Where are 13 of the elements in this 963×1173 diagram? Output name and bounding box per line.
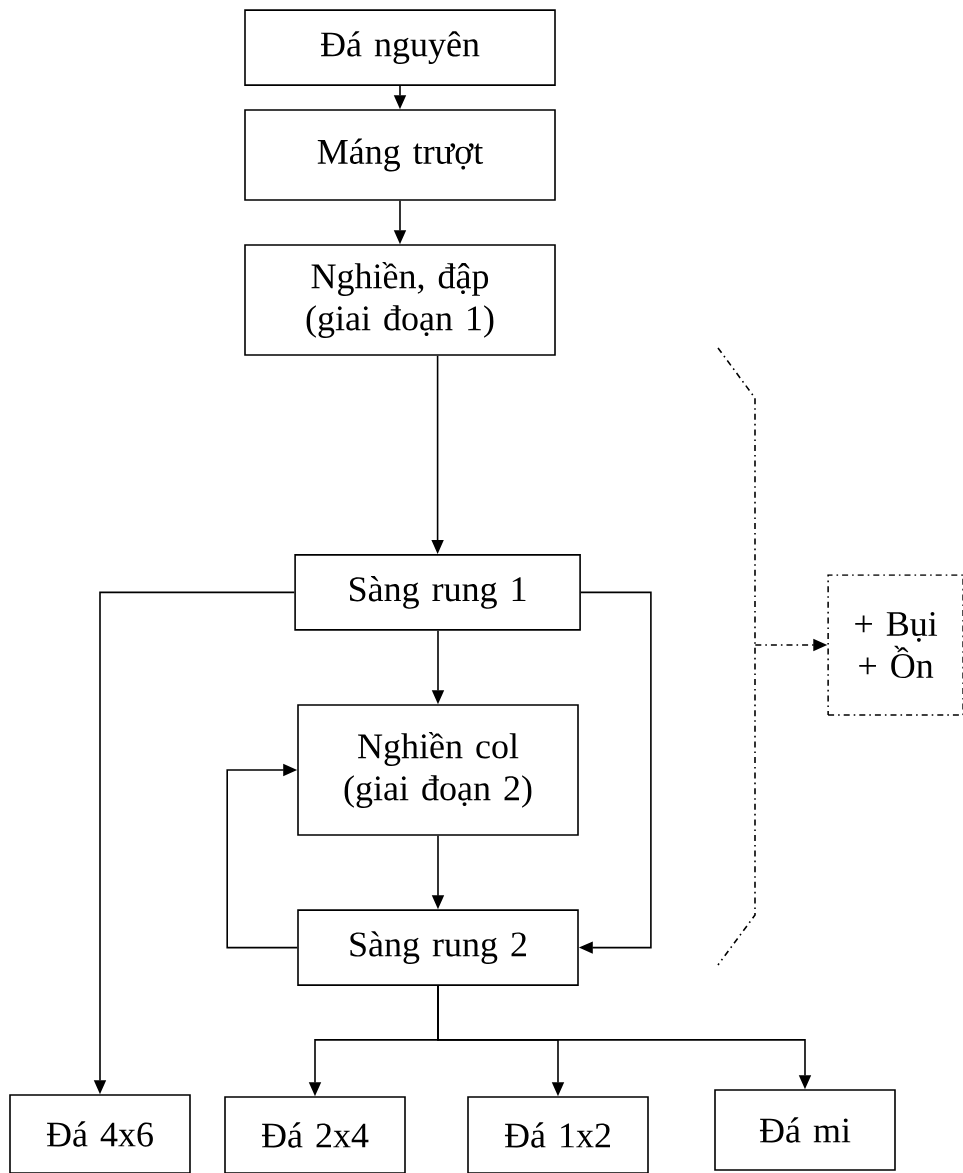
bracket xyxy=(717,347,756,966)
process-box: Đá 1x2 xyxy=(467,1096,649,1173)
hazard-box: + Bụi + Ồn xyxy=(827,574,963,716)
process-box: Nghiền col (giai đoạn 2) xyxy=(297,704,579,836)
process-box: Sàng rung 2 xyxy=(297,909,579,986)
process-box: Đá 4x6 xyxy=(9,1094,191,1173)
process-box: Đá nguyên xyxy=(244,9,556,86)
arrow xyxy=(226,763,298,949)
process-box: Máng trượt xyxy=(244,109,556,201)
process-box: Sàng rung 1 xyxy=(294,554,581,631)
process-box: Đá 2x4 xyxy=(224,1096,406,1173)
process-box: Đá mi xyxy=(714,1089,896,1171)
process-box: Nghiền, đập (giai đoạn 1) xyxy=(244,244,556,356)
